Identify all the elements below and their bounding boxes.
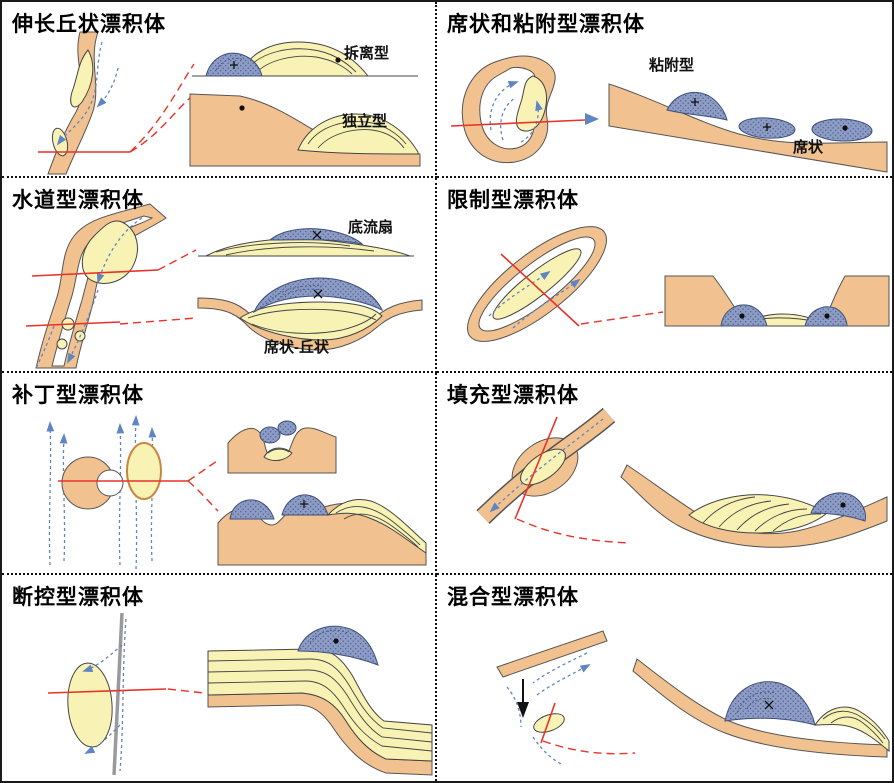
fault-drift-diagram: [47, 612, 433, 776]
mixed-drift-panel: 混合型漂积体: [437, 575, 892, 781]
channel-related-drift-panel: 水道型漂积体 底流扇 席状-丘状: [2, 178, 437, 373]
cross-section-separated: [189, 93, 421, 167]
annotation-label-sheet-mounded: 席状-丘状: [264, 339, 329, 356]
annotation-label-sheet: 席状: [793, 139, 824, 156]
panel-title: 限制型漂积体: [447, 189, 579, 212]
elongated-mounded-drift-panel: 伸长丘状漂积体 拆离型 独立型: [2, 2, 437, 178]
plan-view: [496, 630, 636, 766]
panel-title: 伸长丘状漂积体: [12, 13, 166, 36]
plan-view: [47, 612, 205, 776]
elongated-drift-diagram: [38, 31, 421, 175]
mixed-drift-diagram: [496, 630, 890, 766]
confined-drift-panel: 限制型漂积体: [437, 178, 892, 373]
patch-drift-diagram: [46, 415, 427, 570]
panel-title: 混合型漂积体: [447, 586, 579, 609]
plan-view: [467, 226, 664, 342]
panel-title: 断控型漂积体: [12, 586, 144, 609]
patch-drift-panel: 补丁型漂积体: [2, 373, 437, 575]
cross-section-top: [227, 420, 337, 474]
cross-section: [632, 658, 890, 758]
cross-section-bottom: [217, 494, 427, 566]
cross-section: [207, 625, 433, 776]
infill-drift-panel: 填充型漂积体: [437, 373, 892, 575]
sheet-plastered-drift-diagram: [450, 55, 888, 173]
cross-section-fan: [198, 228, 414, 257]
panel-title: 水道型漂积体: [12, 189, 144, 212]
cross-section: [664, 275, 890, 327]
fault-line: [112, 612, 124, 776]
annotation-label-contourite-fan: 底流扇: [348, 219, 394, 236]
cross-section-detached: [192, 41, 418, 77]
annotation-label-separated: 独立型: [342, 113, 388, 130]
sheet-plastered-drift-panel: 席状和粘附型漂积体 粘附型 席状: [437, 2, 892, 178]
annotation-label-detached: 拆离型: [344, 45, 390, 62]
annotation-label-plastered: 粘附型: [649, 57, 695, 74]
cross-section-sheet-mounded: [197, 277, 423, 351]
plan-view: [46, 415, 221, 570]
channel-drift-diagram: [25, 203, 423, 369]
panel-title: 填充型漂积体: [447, 384, 579, 407]
panel-title: 席状和粘附型漂积体: [447, 13, 645, 36]
fault-controlled-drift-panel: 断控型漂积体: [2, 575, 437, 781]
plan-view: [476, 407, 630, 544]
cross-section: [608, 83, 888, 173]
plan-view: [38, 31, 195, 175]
confined-drift-diagram: [467, 226, 890, 342]
cross-section: [620, 464, 888, 548]
plan-view: [25, 203, 197, 369]
plan-view: [450, 55, 599, 164]
panel-title: 补丁型漂积体: [12, 384, 144, 407]
infill-drift-diagram: [476, 407, 888, 548]
